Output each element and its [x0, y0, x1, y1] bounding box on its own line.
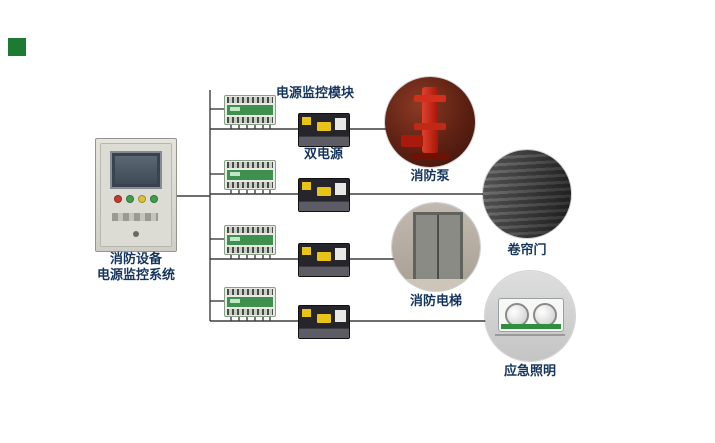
- module-pcb: [227, 105, 273, 115]
- power-monitor-module-1: [224, 95, 276, 125]
- ats-label-plate: [335, 310, 346, 322]
- pump-body: [422, 87, 438, 153]
- power-monitor-module-2: [224, 160, 276, 190]
- cabinet-screen-glass: [115, 156, 157, 184]
- device-label-emergency-lighting: 应急照明: [503, 364, 556, 379]
- cabinet-indicator-red: [114, 195, 122, 203]
- system-title-line1: 消防设备: [109, 252, 162, 267]
- ats-handle: [302, 309, 311, 317]
- module-led-panel: [230, 299, 240, 303]
- module-pcb: [227, 170, 273, 180]
- elevator-door-split: [437, 215, 439, 279]
- module-pcb: [227, 297, 273, 307]
- cabinet-keyhole: [133, 231, 139, 237]
- elevator-floor: [392, 279, 480, 291]
- module-led-panel: [230, 237, 240, 241]
- system-title-line2: 电源监控系统: [96, 268, 175, 284]
- module-pcb: [227, 235, 273, 245]
- terminal-strip: [227, 227, 273, 233]
- terminal-strip: [227, 162, 273, 168]
- pump-flange: [414, 123, 446, 130]
- emergency-light-housing: [498, 298, 564, 332]
- cabinet-indicator-green2: [150, 195, 158, 203]
- cabinet-indicator-green: [126, 195, 134, 203]
- system-title: 消防设备 电源监控系统: [70, 252, 202, 285]
- power-monitor-module-4: [224, 287, 276, 317]
- pump-flange: [414, 95, 446, 102]
- ats-label-plate: [335, 183, 346, 195]
- ats-base: [299, 328, 349, 338]
- shutter-shading: [483, 150, 571, 238]
- ats-handle: [317, 122, 331, 131]
- cabinet-button-row: [112, 213, 158, 221]
- dual-power-label: 双电源: [304, 147, 344, 162]
- dual-power-switch-2: [298, 178, 350, 212]
- pump-motor: [401, 135, 423, 147]
- power-monitor-module-3: [224, 225, 276, 255]
- fire-elevator-photo: [392, 203, 480, 291]
- power-module-label: 电源监控模块: [276, 86, 355, 101]
- device-label-fire-elevator: 消防电梯: [409, 294, 462, 309]
- terminal-strip: [227, 182, 273, 188]
- terminal-strip: [227, 309, 273, 315]
- dual-power-switch-3: [298, 243, 350, 277]
- dual-power-switch-1: [298, 113, 350, 147]
- module-led-panel: [230, 172, 240, 176]
- control-cabinet: [95, 138, 177, 252]
- ats-base: [299, 136, 349, 146]
- ats-handle: [302, 182, 311, 190]
- emergency-light-green-strip: [501, 324, 561, 329]
- emergency-light-photo: [485, 271, 575, 361]
- ats-label-plate: [335, 248, 346, 260]
- cabinet-indicator-yellow: [138, 195, 146, 203]
- emergency-light-shelf: [495, 334, 565, 336]
- pump-base: [411, 153, 449, 160]
- ats-handle: [317, 187, 331, 196]
- elevator-door-frame: [413, 212, 463, 282]
- ats-handle: [317, 252, 331, 261]
- dual-power-switch-4: [298, 305, 350, 339]
- green-corner-marker: [8, 38, 26, 56]
- ats-handle: [317, 314, 331, 323]
- terminal-strip: [227, 289, 273, 295]
- device-label-shutter-door: 卷帘门: [507, 243, 547, 258]
- terminal-strip: [227, 247, 273, 253]
- cabinet-display-screen: [110, 151, 162, 189]
- fire-pump-photo: [385, 77, 475, 167]
- ats-handle: [302, 117, 311, 125]
- ats-base: [299, 201, 349, 211]
- terminal-strip: [227, 97, 273, 103]
- ats-label-plate: [335, 118, 346, 130]
- device-label-fire-pump: 消防泵: [410, 169, 450, 184]
- module-led-panel: [230, 107, 240, 111]
- ats-base: [299, 266, 349, 276]
- terminal-strip: [227, 117, 273, 123]
- ats-handle: [302, 247, 311, 255]
- shutter-door-photo: [483, 150, 571, 238]
